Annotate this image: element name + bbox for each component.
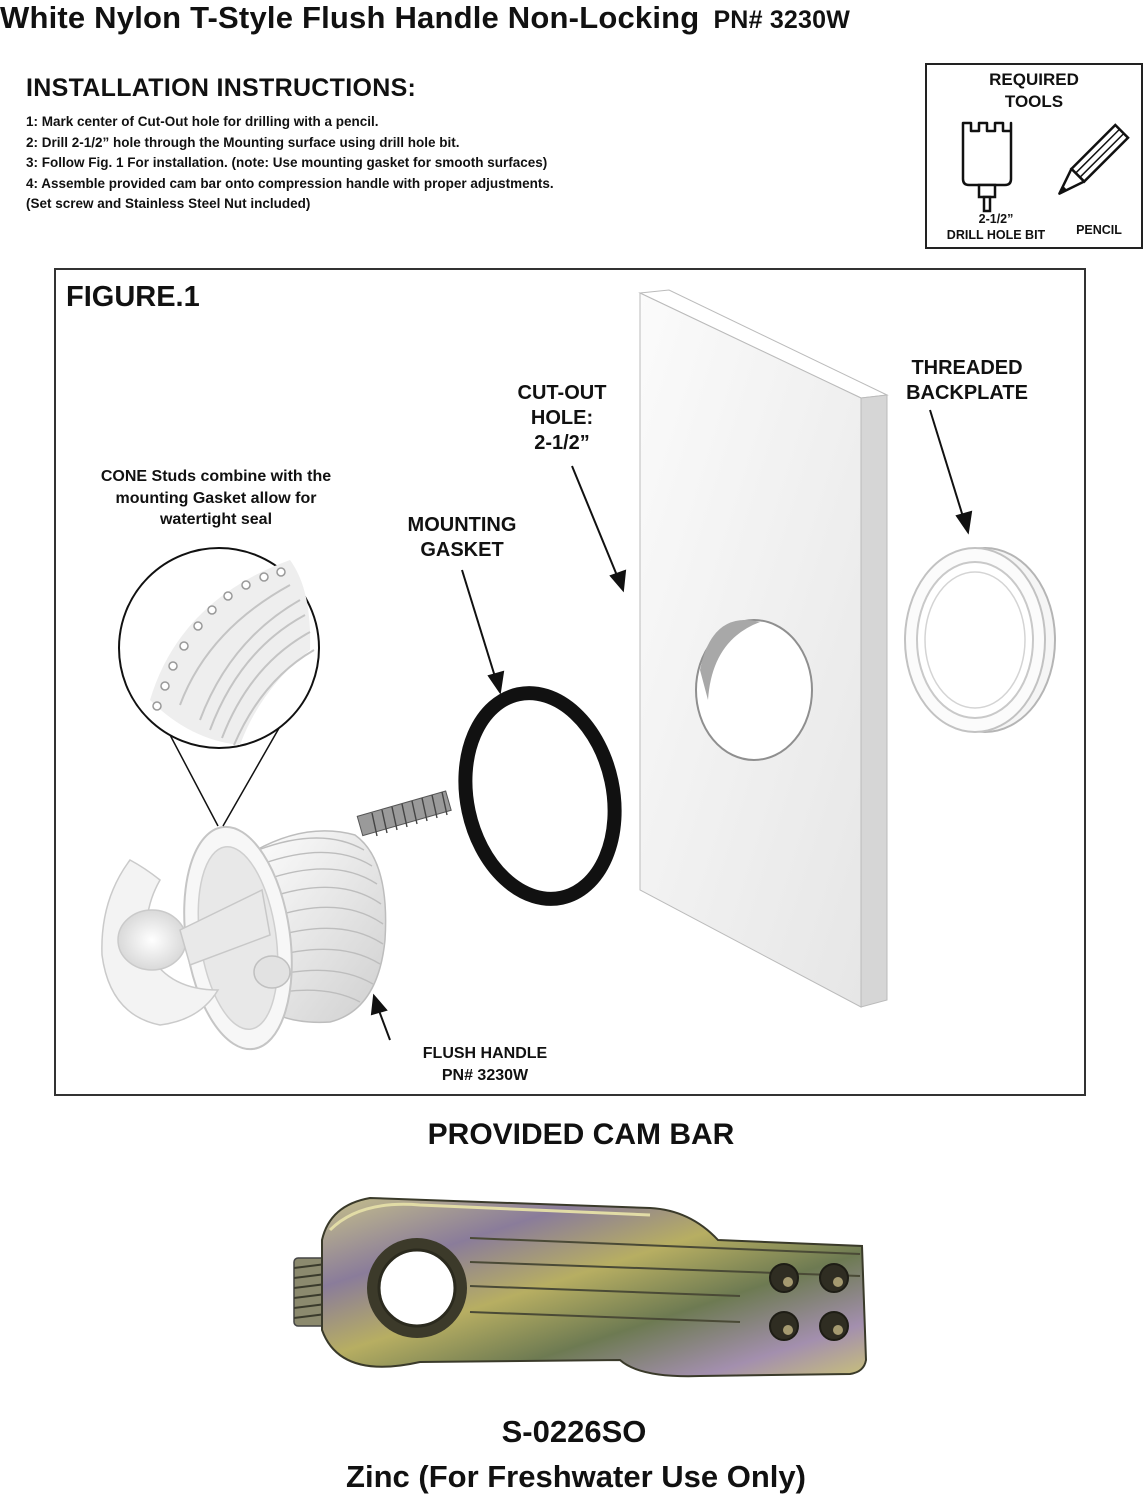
backplate-label-line: THREADED (911, 357, 1023, 379)
drill-bit-icon (961, 121, 1013, 213)
threaded-backplate-label: THREADED BACKPLATE (886, 356, 1048, 406)
instructions-heading: INSTALLATION INSTRUCTIONS: (26, 74, 417, 102)
backplate-label-line: BACKPLATE (906, 382, 1028, 404)
title-part-number: PN# 3230W (713, 6, 851, 34)
drill-label-line: DRILL HOLE BIT (946, 228, 1046, 242)
drill-bit-label: 2-1/2” DRILL HOLE BIT (933, 211, 1059, 243)
cutout-label-line: 2-1/2” (534, 432, 590, 454)
instruction-step: (Set screw and Stainless Steel Nut inclu… (26, 196, 311, 212)
instruction-step: 4: Assemble provided cam bar onto compre… (26, 175, 554, 191)
cone-studs-note: CONE Studs combine with the mounting Gas… (66, 466, 366, 531)
gasket-label-line: GASKET (420, 539, 504, 561)
figure-title: FIGURE.1 (66, 281, 200, 313)
flush-handle-label: FLUSH HANDLE PN# 3230W (395, 1043, 575, 1086)
figure-frame (54, 268, 1086, 1096)
required-tools-box: REQUIRED TOOLS 2-1/2” DRILL HOLE BIT PEN… (925, 63, 1143, 249)
cutout-label-line: HOLE: (530, 407, 594, 429)
cone-note-line: mounting Gasket allow for (115, 489, 317, 507)
cutout-label-line: CUT-OUT (517, 382, 607, 404)
instruction-step: 3: Follow Fig. 1 For installation. (note… (26, 155, 548, 171)
mounting-panel (638, 289, 889, 1008)
instruction-step: 2: Drill 2-1/2” hole through the Mountin… (26, 134, 460, 150)
flush-handle (101, 790, 452, 1051)
drill-label-line: 2-1/2” (978, 212, 1014, 226)
callout-arrows (370, 409, 973, 1041)
cam-bar (293, 1196, 868, 1378)
cam-bar-material: Zinc (For Freshwater Use Only) (346, 1459, 806, 1494)
threaded-backplate (904, 547, 1056, 733)
cone-studs-detail (118, 547, 320, 827)
instructions-list: 1: Mark center of Cut-Out hole for drill… (26, 112, 554, 215)
pencil-icon (1058, 123, 1130, 195)
mounting-gasket-label: MOUNTING GASKET (382, 513, 542, 563)
required-tools-title: REQUIRED TOOLS (927, 69, 1141, 113)
gasket-label-line: MOUNTING (407, 514, 517, 536)
cutout-hole-label: CUT-OUT HOLE: 2-1/2” (492, 381, 632, 456)
cam-bar-part-number: S-0226SO (501, 1414, 647, 1449)
pencil-label: PENCIL (1076, 223, 1122, 237)
mounting-gasket (458, 686, 622, 906)
page-title: White Nylon T-Style Flush Handle Non-Loc… (0, 0, 850, 36)
flush-handle-label-line: FLUSH HANDLE (422, 1045, 548, 1062)
title-text: White Nylon T-Style Flush Handle Non-Loc… (0, 0, 700, 35)
cone-note-line: CONE Studs combine with the (100, 468, 332, 485)
flush-handle-label-line: PN# 3230W (441, 1066, 529, 1084)
instruction-step: 1: Mark center of Cut-Out hole for drill… (26, 114, 379, 129)
cam-bar-title: PROVIDED CAM BAR (427, 1118, 735, 1151)
tools-title-line: TOOLS (1004, 92, 1064, 111)
tools-title-line: REQUIRED (989, 70, 1079, 89)
cone-note-line: watertight seal (159, 511, 273, 528)
